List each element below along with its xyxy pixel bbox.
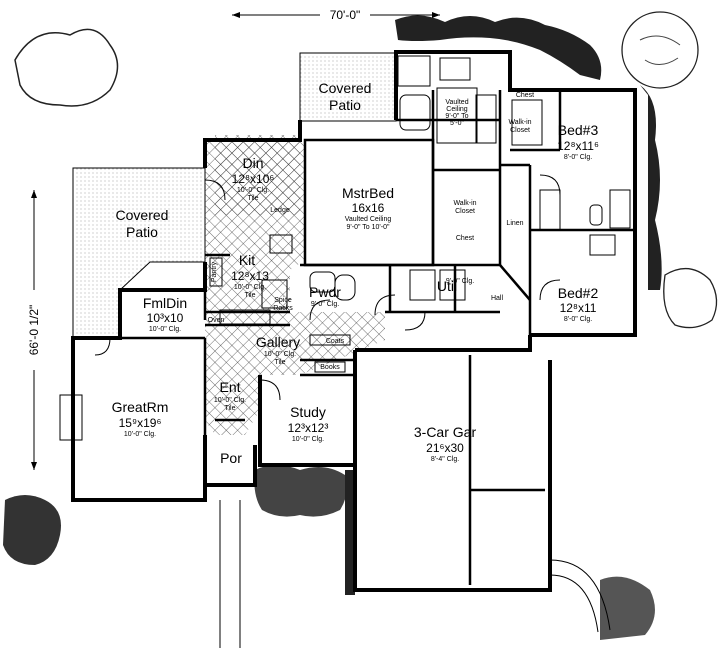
gallery-note1: 10'-0" Clg. [264,351,296,358]
ent-note1: 10'-0" Clg. [214,397,246,404]
ent-note2: Tile [224,405,235,412]
coats-label: Coats [326,338,345,345]
patio-top-label2: Patio [329,97,361,113]
study-note: 10'-0" Clg. [292,436,324,443]
study-size: 12³x12³ [288,421,329,435]
bath-note2: Ceiling [446,106,468,113]
garage-label: 3-Car Gar [414,424,477,440]
interior-walls [120,90,635,585]
walkin-master-1: Walk-in [453,200,476,207]
din-label: Din [242,155,263,171]
util-note: 9'-0" Clg. [446,278,474,285]
mstrbed-note1: Vaulted Ceiling [345,216,392,223]
patio-left-label1: Covered [116,207,169,223]
patio-left-area [72,167,206,339]
greatrm-label: GreatRm [112,399,169,415]
hall-label: Hall [491,295,504,302]
greatrm-note: 10'-0" Clg. [124,431,156,438]
bath-note3: 9'-0" To [445,113,468,120]
width-dimension-label: 70'-0" [330,8,361,22]
bed2-label: Bed#2 [558,285,599,301]
books-label: Books [320,364,340,371]
por-label: Por [220,450,242,466]
din-note2: Tile [247,195,258,202]
pwdr-note: 9'-0" Clg. [311,301,339,308]
racks-label: Racks [273,305,293,312]
ent-label: Ent [219,379,240,395]
din-size: 12⁸x10⁶ [232,172,275,186]
walkin-master-2: Closet [455,208,475,215]
tree-top-right [621,11,699,89]
fmldin-size: 10³x10 [147,311,184,325]
bed2-note: 8'-0" Clg. [564,316,592,323]
gallery-label: Gallery [256,334,300,350]
outer-walls [71,50,637,592]
gallery-note2: Tile [274,359,285,366]
bed3-note: 8'-0" Clg. [564,154,592,161]
walkway [219,500,611,648]
mstrbed-note2: 9'-0" To 10'-0" [347,224,390,231]
width-dimension [232,6,440,22]
linen-label: Linen [506,220,523,227]
bath-note4: 5'-0" [450,120,464,127]
greatrm-size: 15⁹x19⁶ [119,416,162,430]
din-note1: 10'-0" Clg. [237,187,269,194]
mstrbed-size: 16x16 [352,201,385,215]
bed3-label: Bed#3 [558,122,599,138]
room-labels: Covered Patio Covered Patio Din 12⁸x10⁶ … [112,80,599,466]
study-label: Study [290,404,326,420]
fmldin-note: 10'-0" Clg. [149,326,181,333]
dining-tile [215,135,300,215]
garage-size: 21⁶x30 [426,441,464,455]
kit-note1: 10'-0" Clg. [234,284,266,291]
patio-top-label1: Covered [319,80,372,96]
chest2-label: Chest [456,235,474,242]
kit-note2: Tile [244,292,255,299]
chest-label: Chest [516,92,534,99]
walkin-bed3-2: Closet [510,127,530,134]
shrubbery [3,15,718,640]
bath-note1: Vaulted [445,99,468,106]
bed3-size: 12⁸x11⁶ [557,139,599,153]
garage-note: 8'-4" Clg. [431,456,459,463]
walkin-bed3-1: Walk-in [508,119,531,126]
fmldin-label: FmlDin [143,295,187,311]
mstrbed-label: MstrBed [342,185,394,201]
patio-left-label2: Patio [126,224,158,240]
oven-label: Oven [208,317,225,324]
bed2-size: 12⁸x11 [560,301,597,315]
kit-size: 12⁸x13 [231,269,269,283]
util-label: Util [437,278,457,294]
pwdr-label: Pwdr [309,284,341,300]
kit-label: Kit [239,252,255,268]
ledge-label: Ledge [270,207,290,214]
spice-label: Spice [274,297,292,304]
pantry-label: Pantry [211,261,218,282]
depth-dimension [26,190,42,470]
fixtures [59,55,631,441]
depth-dimension-label: 66'-0 1/2" [27,305,41,356]
